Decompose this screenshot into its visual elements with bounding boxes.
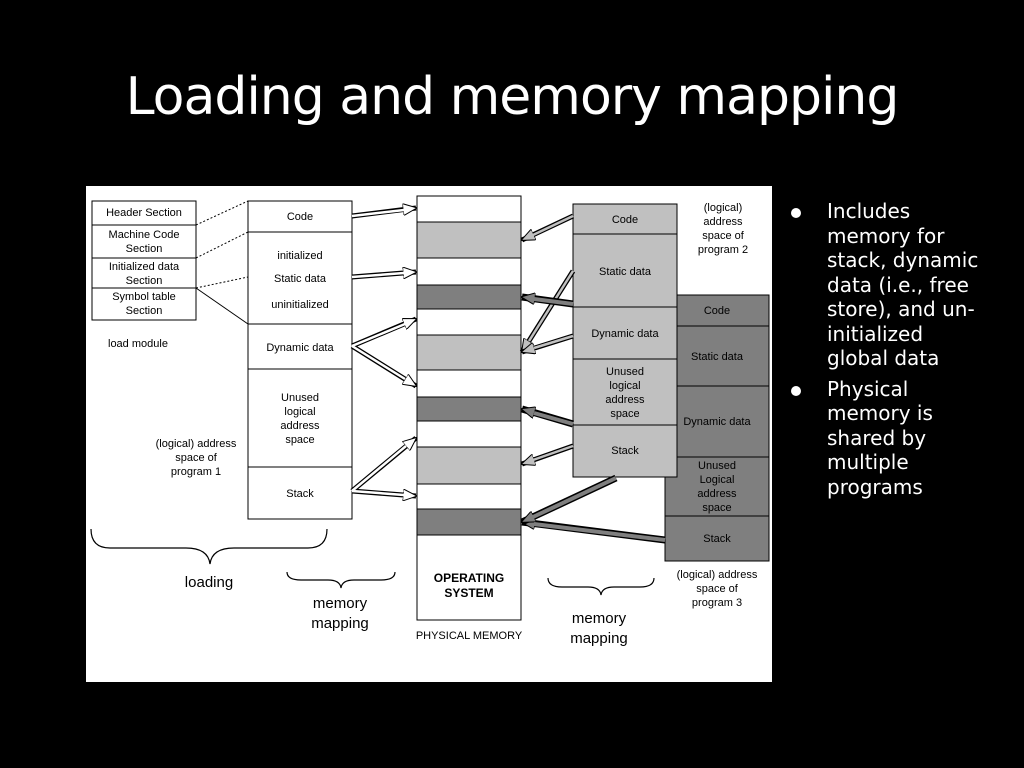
memory-mapping-brace-left	[286, 571, 396, 589]
program2-static-data-label: Static data	[599, 266, 652, 278]
bullet-item: Includes memory for stack, dynamic data …	[788, 199, 988, 371]
program3-code-label: Code	[704, 305, 730, 317]
header-section-box	[91, 200, 197, 226]
program2-stack-label: Stack	[611, 445, 639, 457]
physical-block-dark	[416, 284, 522, 310]
initialized-data-section-box	[91, 257, 197, 289]
slide-title: Loading and memory mapping	[125, 67, 900, 127]
physical-block-light	[416, 221, 522, 259]
program3-static-data-label: Static data	[691, 351, 744, 363]
physical-block-dark	[416, 396, 522, 422]
machine-code-section-box	[91, 224, 197, 259]
program3-stack-label: Stack	[703, 533, 731, 545]
program1-code-label: Code	[287, 211, 313, 223]
bullet-list: Includes memory for stack, dynamic data …	[788, 199, 988, 505]
program2-dynamic-data-label: Dynamic data	[591, 328, 659, 340]
header-section-label: Header Section	[106, 207, 182, 219]
physical-memory-caption: PHYSICAL MEMORY	[416, 630, 523, 642]
program1-static-data-label: Static data	[274, 273, 327, 285]
program1-dynamic-data-label: Dynamic data	[266, 342, 334, 354]
program2-code-label: Code	[612, 214, 638, 226]
physical-block-dark	[416, 508, 522, 536]
program1-uninitialized-label: uninitialized	[271, 299, 328, 311]
memory-mapping-brace-right	[547, 577, 655, 596]
section-mapping-lines	[195, 200, 249, 325]
physical-block-light	[416, 334, 522, 371]
physical-block-light	[416, 446, 522, 485]
loading-label: loading	[185, 574, 233, 591]
program3-dynamic-data-label: Dynamic data	[683, 416, 751, 428]
program1-address-space: Code initialized Static data uninitializ…	[156, 200, 353, 520]
bullet-item: Physical memory is shared by multiple pr…	[788, 377, 988, 500]
program1-stack-label: Stack	[286, 488, 314, 500]
loading-brace	[90, 528, 328, 565]
program1-initialized-label: initialized	[277, 250, 322, 262]
symbol-table-section-box	[91, 287, 197, 321]
load-module-caption: load module	[108, 338, 168, 350]
